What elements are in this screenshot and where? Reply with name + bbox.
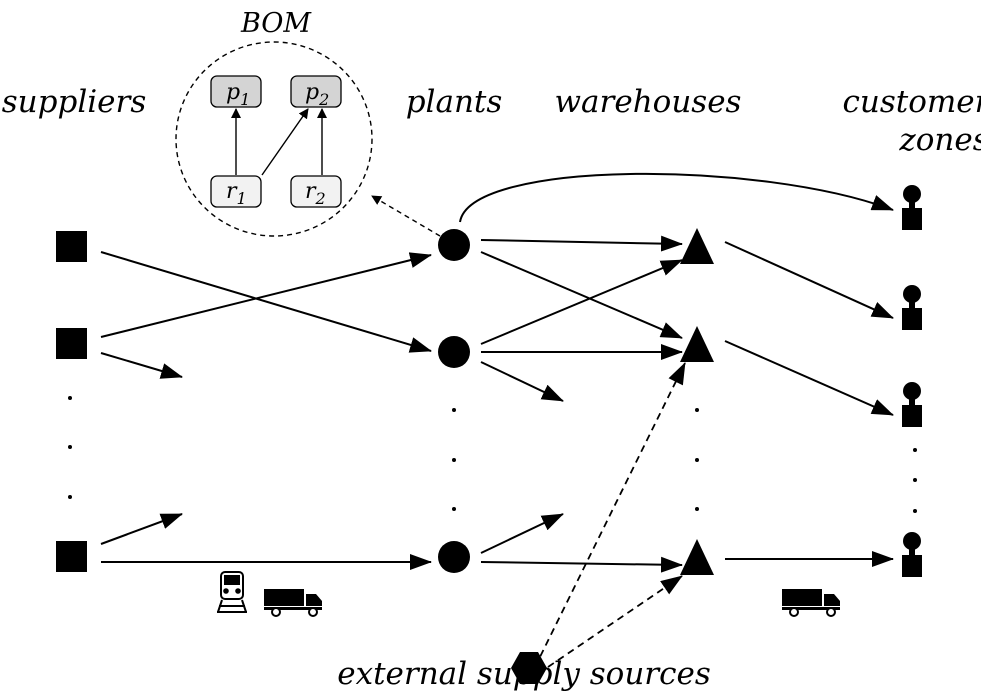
plant-to-customer-curve (459, 172, 894, 223)
flow-p1-w1 (480, 235, 683, 252)
product-box-2 (290, 75, 342, 108)
ellipsis-dot (452, 458, 456, 462)
warehouses-label: warehouses (555, 84, 742, 120)
flow-p2-w1 (480, 259, 683, 345)
flow-s1-p2 (100, 251, 432, 353)
suppliers-column (56, 231, 87, 572)
bom-title: BOM (240, 8, 312, 39)
flow-p1-w2 (480, 251, 683, 339)
bom-circle (175, 41, 373, 237)
product-box-1 (210, 75, 262, 108)
ellipsis-dot (695, 408, 699, 412)
plants-column (438, 229, 470, 573)
flow-w1-c2 (724, 241, 894, 319)
flow-arrows (100, 235, 894, 573)
flow-s2-stub (100, 352, 183, 379)
ext-to-w2 (534, 362, 686, 668)
supplier-square-icon (56, 231, 87, 262)
person-customer-icon (902, 285, 922, 330)
warehouses-column (680, 228, 714, 575)
plant-circle-icon (438, 229, 470, 261)
person-customer-icon (902, 382, 922, 427)
plant-circle-icon (438, 336, 470, 368)
product-label-2: p2 (305, 80, 329, 109)
flow-s3-stub (100, 513, 183, 545)
ellipsis-dot (913, 478, 917, 482)
plants-label: plants (406, 84, 503, 120)
flow-p3-w3 (480, 556, 683, 573)
warehouse-triangle-icon (680, 228, 714, 264)
customer-label-line2: zones (898, 122, 981, 158)
ellipsis-dot (452, 408, 456, 412)
truck-icon (782, 589, 840, 617)
external-arrows (534, 362, 686, 668)
product-label-1: p1 (226, 80, 250, 109)
resource-box-1 (210, 175, 262, 208)
ellipsis-dot (68, 396, 72, 400)
plant-to-bom-arrow (371, 195, 441, 237)
ellipsis-dot (68, 445, 72, 449)
ellipsis-dot (68, 495, 72, 499)
ext-to-w3 (547, 575, 683, 668)
hexagon-external-icon (511, 652, 547, 684)
ellipsis-dot (452, 507, 456, 511)
truck-icon (264, 589, 322, 617)
plant-circle-icon (438, 541, 470, 573)
person-customer-icon (902, 185, 922, 230)
resource-box-2 (290, 175, 342, 208)
warehouse-triangle-icon (680, 326, 714, 362)
train-icon (217, 571, 247, 613)
bom-arrow-r1-p2 (261, 108, 309, 176)
customer-label-line1: customer (843, 84, 981, 120)
person-customer-icon (902, 532, 922, 577)
customers-column (902, 185, 922, 577)
flow-w2-c3 (724, 340, 894, 416)
suppliers-label: suppliers (2, 84, 146, 120)
ellipsis-dot (695, 458, 699, 462)
ellipsis-dot (695, 507, 699, 511)
supplier-square-icon (56, 541, 87, 572)
flow-s2-p1 (100, 252, 432, 338)
ellipsis-dot (913, 509, 917, 513)
resource-label-2: r2 (305, 179, 326, 208)
warehouse-triangle-icon (680, 539, 714, 575)
supplier-square-icon (56, 328, 87, 359)
flow-p3-stub (480, 513, 564, 554)
bom-group: p1 p2 r1 r2 (175, 41, 373, 237)
resource-label-1: r1 (226, 179, 247, 208)
flow-p2-stub (480, 361, 564, 402)
ellipsis-dot (913, 448, 917, 452)
